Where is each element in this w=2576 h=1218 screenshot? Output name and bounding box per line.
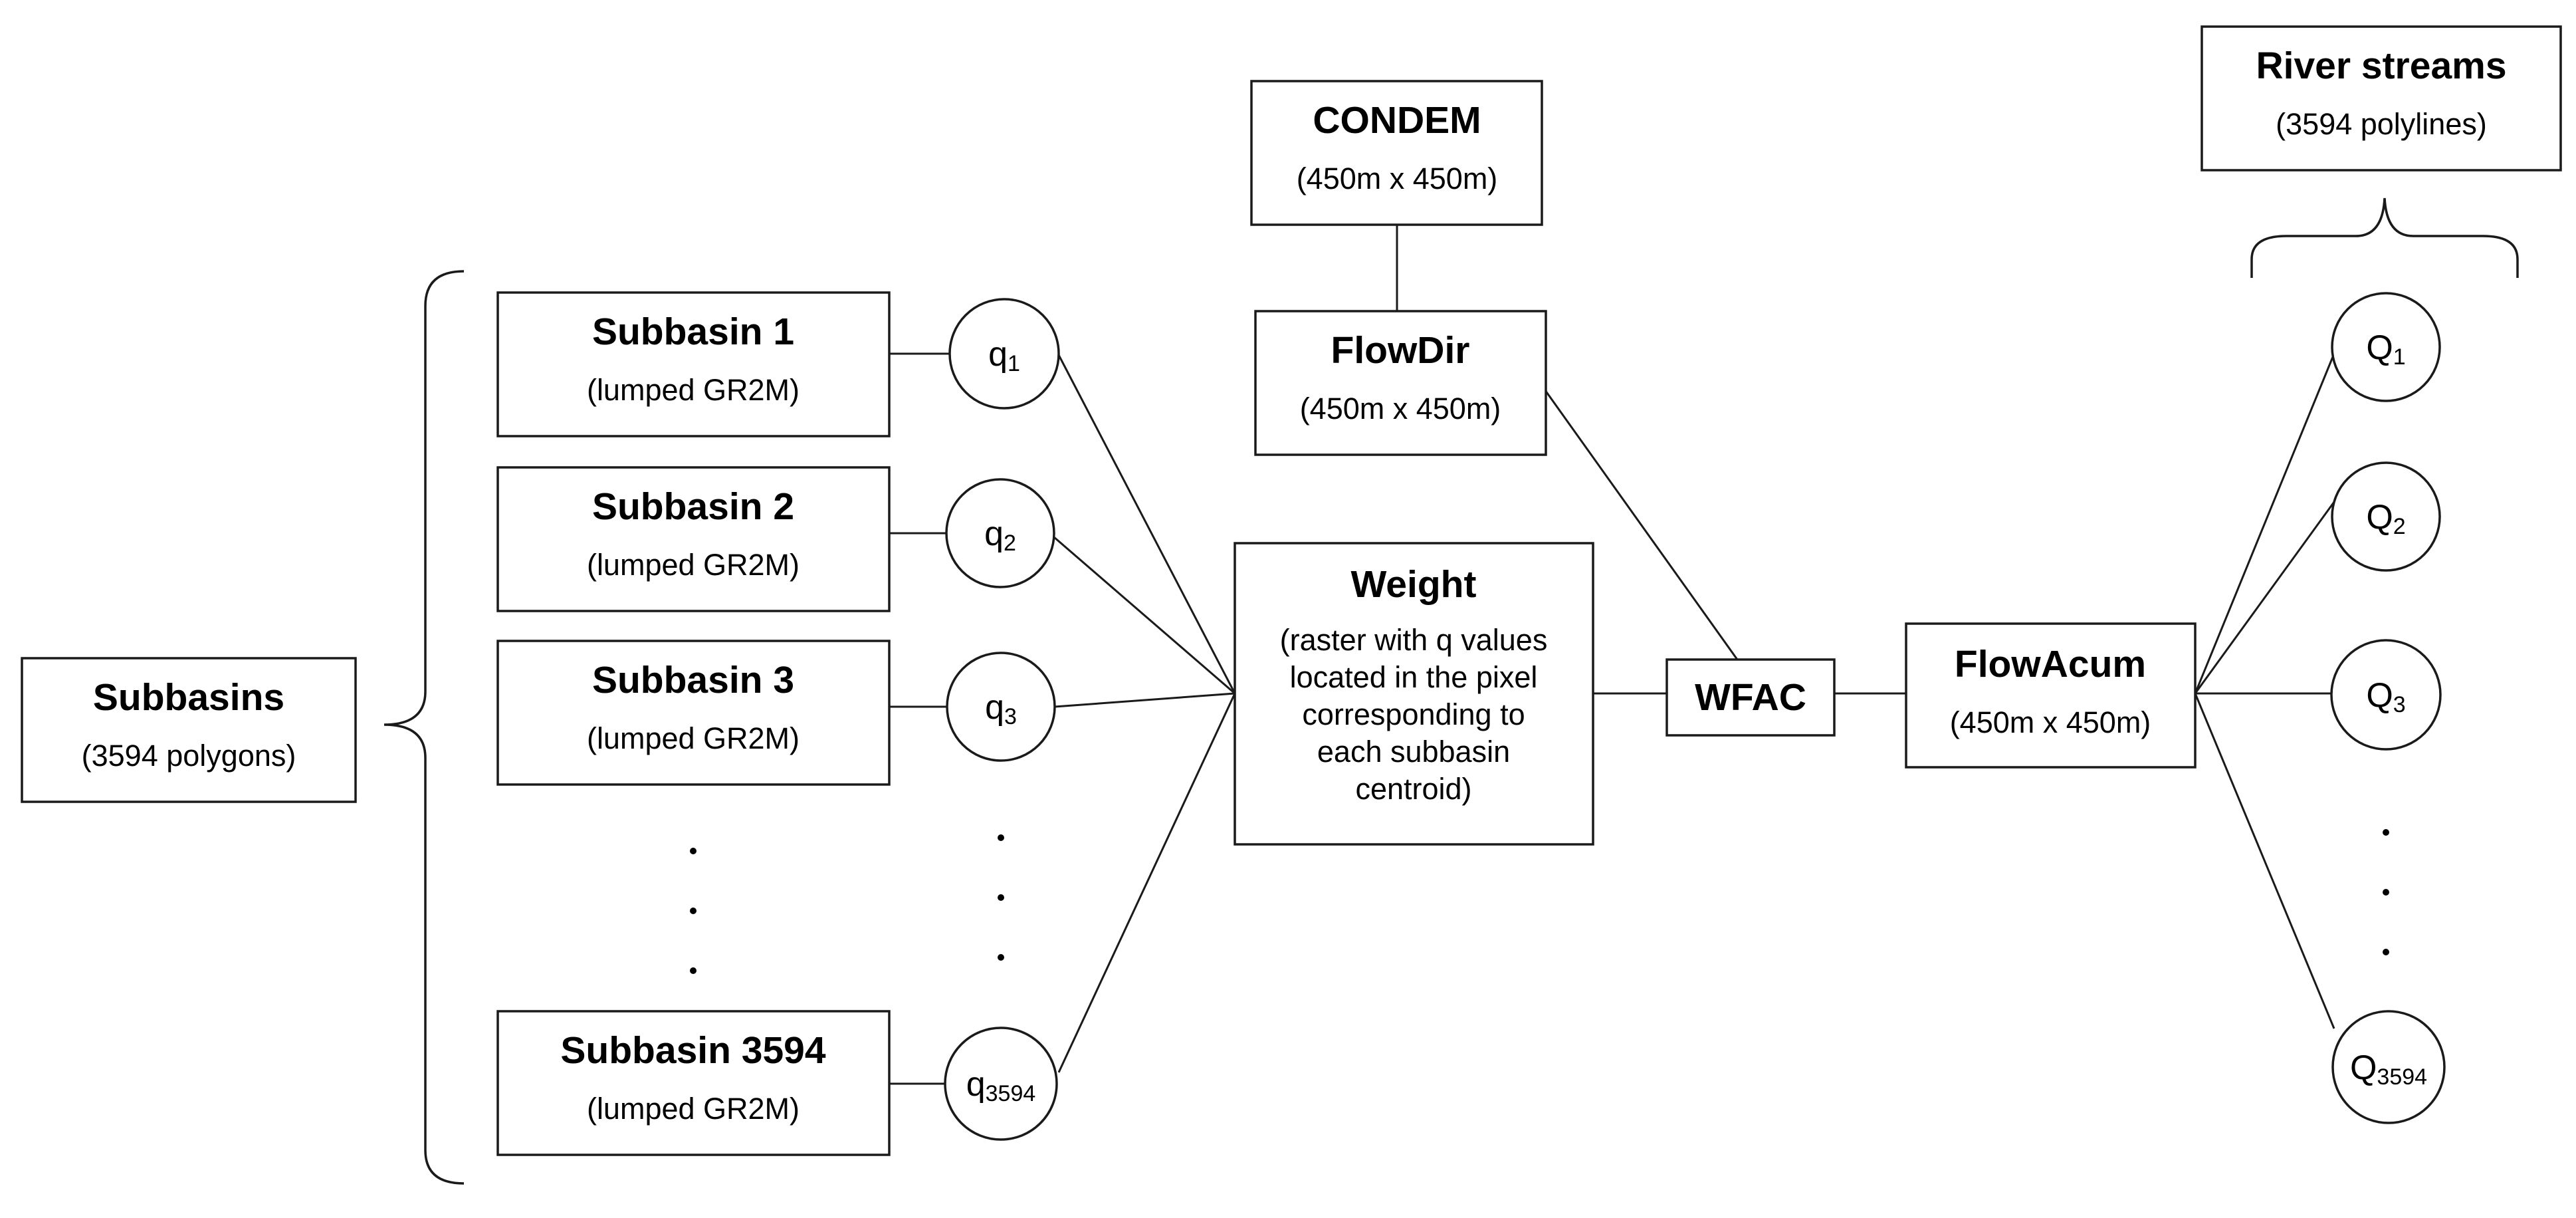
subbasin-title: Subbasin 2 <box>592 485 794 528</box>
subbasin-box-3594: Subbasin 3594 (lumped GR2M) <box>496 1010 891 1156</box>
q1-node: q1 <box>948 298 1060 410</box>
q3-label: q3 <box>985 688 1017 729</box>
weight-line: centroid) <box>1355 772 1471 806</box>
Q3-label: Q3 <box>2366 676 2405 717</box>
weight-title: Weight <box>1351 563 1477 606</box>
q-ellipsis <box>998 834 1004 961</box>
subbasins-group-title: Subbasins <box>93 676 284 719</box>
flowdir-title: FlowDir <box>1331 329 1470 372</box>
flowacum-subtitle: (450m x 450m) <box>1950 705 2151 739</box>
subbasin-subtitle: (lumped GR2M) <box>587 1092 800 1126</box>
subbasins-brace <box>383 270 465 1185</box>
Q3594-node: Q3594 <box>2331 1010 2446 1124</box>
wfac-box: WFAC <box>1665 658 1836 737</box>
q3594-label: q3594 <box>966 1065 1036 1106</box>
river-streams-box: River streams (3594 polylines) <box>2200 25 2562 172</box>
q1-label: q1 <box>988 335 1020 376</box>
Q-ellipsis <box>2383 829 2389 955</box>
wfac-title: WFAC <box>1695 676 1806 719</box>
river-streams-subtitle: (3594 polylines) <box>2276 107 2487 141</box>
Q1-node: Q1 <box>2331 292 2441 402</box>
condem-box: CONDEM (450m x 450m) <box>1250 80 1543 226</box>
subbasins-group-subtitle: (3594 polygons) <box>82 739 296 773</box>
weight-line: corresponding to <box>1302 697 1525 731</box>
q3-node: q3 <box>946 652 1056 762</box>
subbasin-title: Subbasin 3 <box>592 659 794 701</box>
edge-flowdir-wfac <box>1541 385 1739 660</box>
weight-line: located in the pixel <box>1290 660 1538 694</box>
q3594-node: q3594 <box>944 1027 1058 1141</box>
q2-node: q2 <box>945 478 1055 588</box>
flowdir-subtitle: (450m x 450m) <box>1300 392 1501 426</box>
Q2-label: Q2 <box>2366 498 2405 539</box>
connectors <box>889 225 2335 1085</box>
edge-flowacum-Q1 <box>2194 353 2335 694</box>
weight-line: (raster with q values <box>1280 623 1548 657</box>
flowacum-title: FlowAcum <box>1955 643 2146 685</box>
edge-q2-weight <box>1053 536 1235 695</box>
edge-flowacum-Q2 <box>2194 501 2335 694</box>
edge-q1-weight <box>1057 353 1236 694</box>
river-streams-title: River streams <box>2256 45 2506 87</box>
weight-box: Weight (raster with q values located in … <box>1234 542 1594 846</box>
river-streams-brace <box>2250 197 2519 278</box>
condem-title: CONDEM <box>1313 99 1481 142</box>
subbasin-title: Subbasin 3594 <box>560 1029 825 1072</box>
flowdir-box: FlowDir (450m x 450m) <box>1254 310 1547 456</box>
q2-label: q2 <box>984 515 1016 556</box>
edge-q3594-weight <box>1057 693 1236 1073</box>
weight-line: each subbasin <box>1317 735 1510 769</box>
subbasin-title: Subbasin 1 <box>592 310 794 353</box>
Q3-node: Q3 <box>2330 639 2442 751</box>
subbasin-box-3: Subbasin 3 (lumped GR2M) <box>496 640 891 786</box>
subbasin-ellipsis <box>690 848 697 974</box>
subbasin-box-1: Subbasin 1 (lumped GR2M) <box>496 291 891 437</box>
Q3594-label: Q3594 <box>2350 1048 2427 1090</box>
edge-flowacum-Q3594 <box>2194 693 2335 1029</box>
Q2-node: Q2 <box>2331 461 2441 572</box>
subbasin-subtitle: (lumped GR2M) <box>587 373 800 407</box>
flowacum-box: FlowAcum (450m x 450m) <box>1905 622 2197 769</box>
subbasins-group-box: Subbasins (3594 polygons) <box>21 657 357 803</box>
subbasin-subtitle: (lumped GR2M) <box>587 721 800 755</box>
condem-subtitle: (450m x 450m) <box>1297 162 1498 195</box>
edge-q3-weight <box>1054 692 1235 708</box>
Q1-label: Q1 <box>2366 328 2405 370</box>
subbasin-subtitle: (lumped GR2M) <box>587 548 800 582</box>
subbasin-box-2: Subbasin 2 (lumped GR2M) <box>496 466 891 612</box>
